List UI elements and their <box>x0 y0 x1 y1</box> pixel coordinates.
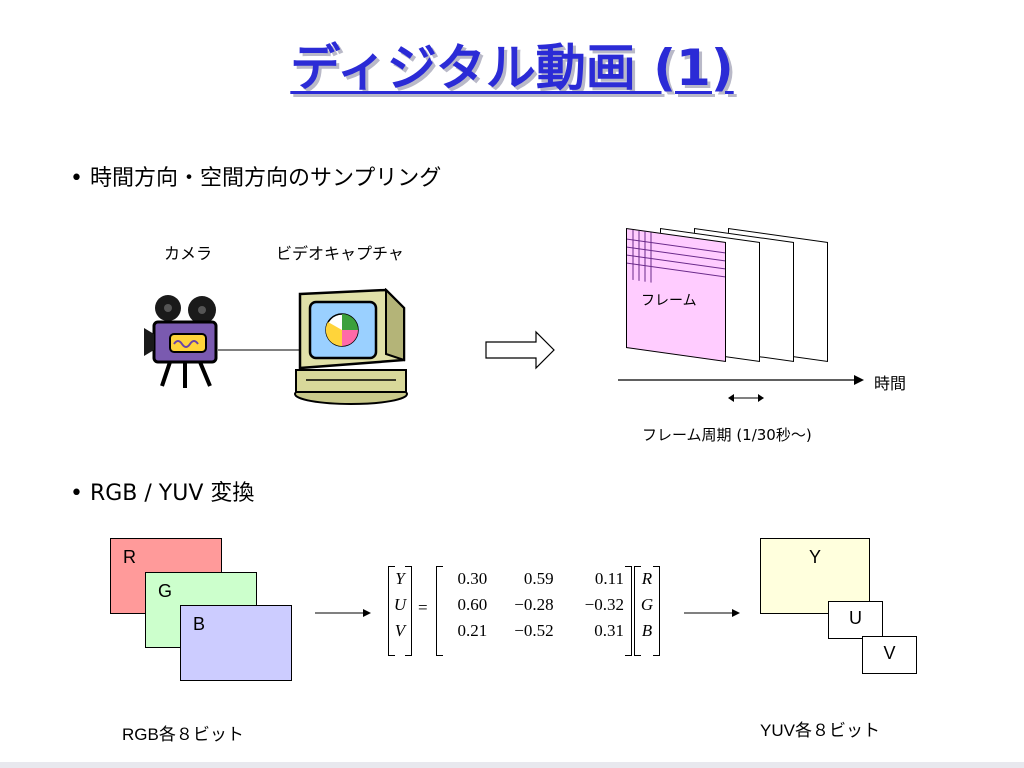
v-plane-box: V <box>862 636 917 674</box>
cable-line <box>218 349 308 351</box>
v-plane-label: V <box>883 643 896 663</box>
m-cell: −0.28 <box>514 595 554 614</box>
m-cell: −0.32 <box>584 595 624 614</box>
r-plane-label: R <box>123 547 136 567</box>
frame-label: フレーム <box>641 293 697 309</box>
m-cell: 0.21 <box>457 621 488 640</box>
lhs-u: U <box>393 595 407 614</box>
rgb-caption: RGB各８ビット <box>122 725 244 744</box>
frame-1 <box>626 228 726 363</box>
b-plane-label: B <box>193 614 206 634</box>
video-camera-icon <box>144 295 218 388</box>
b-plane-box: B <box>180 605 292 681</box>
m-cell: 0.11 <box>594 569 624 588</box>
lhs-vector: Y U V <box>388 566 412 656</box>
bullet-rgb-yuv: • RGB / YUV 変換 <box>70 481 255 506</box>
coefficient-matrix: 0.30 0.59 0.11 0.60 −0.28 −0.32 0.21 −0.… <box>436 566 632 656</box>
rhs-vector: R G B <box>634 566 660 656</box>
rhs-g: G <box>640 595 654 614</box>
capture-label: ビデオキャプチャ <box>276 244 404 263</box>
right-arrow-icon <box>315 609 371 617</box>
frame-period-label: フレーム周期 (1/30秒～) <box>642 426 812 444</box>
u-plane-box: U <box>828 601 883 639</box>
m-cell: 0.59 <box>523 569 554 588</box>
m-cell: 0.31 <box>594 621 624 640</box>
pixel-grid-icon <box>627 229 725 283</box>
g-plane-label: G <box>158 581 173 601</box>
computer-icon <box>294 288 408 405</box>
u-plane-label: U <box>849 608 862 628</box>
time-axis-arrow <box>618 375 864 385</box>
yuv-caption: YUV各８ビット <box>760 721 880 740</box>
m-cell: 0.30 <box>457 569 488 588</box>
y-plane-label: Y <box>808 547 821 567</box>
period-double-arrow-icon <box>728 394 764 402</box>
lhs-v: V <box>394 621 406 640</box>
m-cell: −0.52 <box>514 621 554 640</box>
right-arrow-icon <box>684 609 740 617</box>
rhs-r: R <box>641 569 653 588</box>
m-cell: 0.60 <box>457 595 488 614</box>
time-label: 時間 <box>874 374 907 393</box>
camera-label: カメラ <box>164 244 213 263</box>
rhs-b: B <box>641 621 653 640</box>
hollow-right-arrow-icon <box>485 330 555 370</box>
bullet-sampling: • 時間方向・空間方向のサンプリング <box>70 166 442 191</box>
equals-sign: = <box>418 598 428 617</box>
footer-bar <box>0 762 1024 768</box>
slide-title: ディジタル動画 (1) <box>290 39 734 97</box>
lhs-y: Y <box>395 569 405 588</box>
